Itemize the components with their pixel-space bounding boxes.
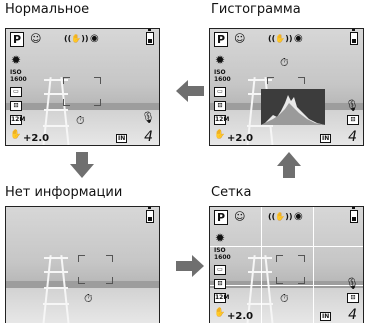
ev-value: +2.0 xyxy=(227,133,254,144)
title-normal: Нормальное xyxy=(5,2,90,17)
screen-no-info: ⏱ xyxy=(5,206,160,323)
arrow-up-icon xyxy=(277,152,301,178)
exposure-icon: ⊡ xyxy=(347,293,359,303)
metering-icon: ◉ xyxy=(90,33,99,44)
program-mode-icon: P xyxy=(214,32,228,47)
stabilizer-icon: ((✋)) xyxy=(268,34,293,43)
internal-memory-icon: IN xyxy=(116,134,128,143)
white-balance-icon: ✹ xyxy=(215,53,226,67)
remaining-shots: 4 xyxy=(348,307,357,323)
title-histogram: Гистограмма xyxy=(211,2,301,17)
battery-icon xyxy=(146,29,154,45)
ev-value: +2.0 xyxy=(227,311,254,322)
voice-record-icon: 🎙 xyxy=(345,277,359,290)
battery-icon xyxy=(350,29,358,45)
metering-mode-icon: ⊡ xyxy=(10,101,22,111)
internal-memory-icon: IN xyxy=(320,312,332,321)
battery-icon xyxy=(350,207,358,223)
self-timer-icon: ⏱ xyxy=(280,292,289,305)
voice-record-icon: 🎙 xyxy=(141,111,155,124)
remaining-shots: 4 xyxy=(144,129,153,145)
white-balance-icon: ✹ xyxy=(215,231,226,245)
hand-icon: ✋ xyxy=(214,130,226,140)
grid-line-vertical-2 xyxy=(313,207,314,323)
drive-mode-icon: ▭ xyxy=(214,87,226,97)
title-no-info: Нет информации xyxy=(5,185,123,200)
self-timer-icon: ⏱ xyxy=(280,56,289,69)
stabilizer-icon: ((✋)) xyxy=(268,212,293,221)
grid-line-horizontal-1 xyxy=(210,246,363,247)
metering-icon: ◉ xyxy=(294,211,303,222)
arrow-down-icon xyxy=(70,152,94,178)
program-mode-icon: P xyxy=(214,210,228,225)
grid-line-vertical-1 xyxy=(261,207,262,323)
face-detect-icon: ☺ xyxy=(30,32,42,45)
internal-memory-icon: IN xyxy=(320,134,332,143)
title-grid: Сетка xyxy=(211,185,252,200)
histogram-graph xyxy=(261,89,325,125)
voice-record-icon: 🎙 xyxy=(345,99,359,112)
stabilizer-icon: ((✋)) xyxy=(64,34,89,43)
arrow-right-icon xyxy=(176,255,204,277)
hand-icon: ✋ xyxy=(214,308,226,318)
drive-mode-icon: ▭ xyxy=(10,87,22,97)
self-timer-icon: ⏱ xyxy=(84,292,93,305)
remaining-shots: 4 xyxy=(348,129,357,145)
program-mode-icon: P xyxy=(10,32,24,47)
face-detect-icon: ☺ xyxy=(234,32,246,45)
grid-line-horizontal-2 xyxy=(210,285,363,286)
self-timer-icon: ⏱ xyxy=(76,114,85,127)
exposure-icon: ⊡ xyxy=(347,115,359,125)
image-size-icon: 12M xyxy=(214,293,230,303)
hand-icon: ✋ xyxy=(10,130,22,140)
metering-mode-icon: ⊡ xyxy=(214,101,226,111)
drive-mode-icon: ▭ xyxy=(214,265,226,275)
white-balance-icon: ✹ xyxy=(11,53,22,67)
ev-value: +2.0 xyxy=(23,133,50,144)
arrow-left-icon xyxy=(176,80,204,102)
image-size-icon: 12M xyxy=(10,115,26,125)
metering-icon: ◉ xyxy=(294,33,303,44)
face-detect-icon: ☺ xyxy=(234,210,246,223)
battery-icon xyxy=(146,207,154,223)
metering-mode-icon: ⊡ xyxy=(214,279,226,289)
image-size-icon: 12M xyxy=(214,115,230,125)
